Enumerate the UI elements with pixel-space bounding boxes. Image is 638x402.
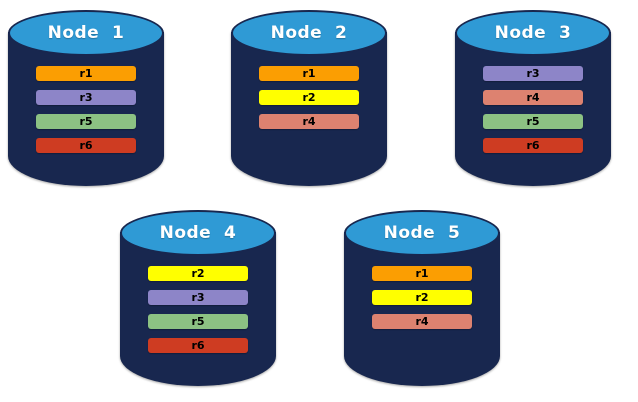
node-cylinder-body [120,232,276,386]
replica-bar[interactable]: r1 [36,66,136,81]
node-cylinder-body [231,32,387,186]
replica-bar[interactable]: r6 [36,138,136,153]
node-cylinder-body [455,32,611,186]
node-cylinder-body [344,232,500,386]
node-cylinder-top [455,10,611,56]
replica-bar[interactable]: r6 [148,338,248,353]
node-cylinder-top [231,10,387,56]
database-node-1[interactable]: Node 1 r1 r3 r5 r6 [8,10,164,186]
replica-stack: r3 r4 r5 r6 [483,66,583,162]
replica-bar[interactable]: r3 [36,90,136,105]
replica-bar[interactable]: r5 [148,314,248,329]
replica-bar[interactable]: r2 [259,90,359,105]
node-cylinder-top [344,210,500,256]
node-cylinder-body [8,32,164,186]
replica-stack: r1 r3 r5 r6 [36,66,136,162]
database-node-3[interactable]: Node 3 r3 r4 r5 r6 [455,10,611,186]
node-cylinder-top [120,210,276,256]
replica-bar[interactable]: r6 [483,138,583,153]
database-node-5[interactable]: Node 5 r1 r2 r4 [344,210,500,386]
node-title: Node 4 [159,223,237,243]
node-title: Node 5 [383,223,461,243]
replica-bar[interactable]: r3 [148,290,248,305]
replica-stack: r1 r2 r4 [372,266,472,338]
replica-bar[interactable]: r4 [372,314,472,329]
node-title: Node 2 [270,23,348,43]
replica-bar[interactable]: r2 [372,290,472,305]
replica-stack: r1 r2 r4 [259,66,359,138]
replica-stack: r2 r3 r5 r6 [148,266,248,362]
database-node-4[interactable]: Node 4 r2 r3 r5 r6 [120,210,276,386]
node-title: Node 1 [47,23,125,43]
replica-bar[interactable]: r5 [483,114,583,129]
node-cylinder-top [8,10,164,56]
replica-bar[interactable]: r2 [148,266,248,281]
node-title: Node 3 [494,23,572,43]
replica-bar[interactable]: r4 [483,90,583,105]
replica-bar[interactable]: r4 [259,114,359,129]
replica-bar[interactable]: r5 [36,114,136,129]
replica-bar[interactable]: r1 [372,266,472,281]
replica-bar[interactable]: r1 [259,66,359,81]
replica-bar[interactable]: r3 [483,66,583,81]
database-node-2[interactable]: Node 2 r1 r2 r4 [231,10,387,186]
